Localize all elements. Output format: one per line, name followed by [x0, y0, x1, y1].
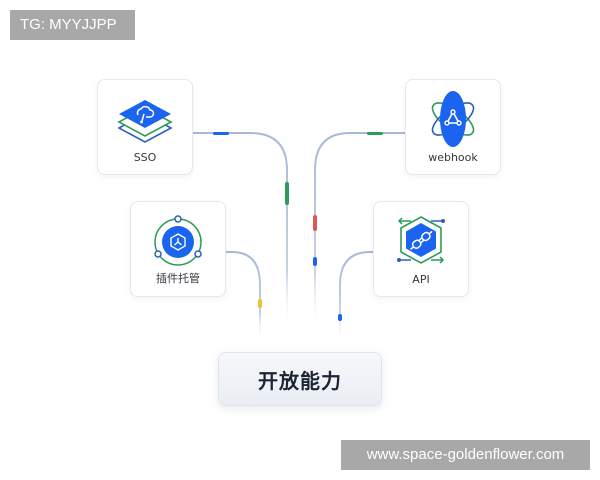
api-hexagon-plug-icon	[397, 216, 445, 264]
sso-label: SSO	[133, 151, 157, 164]
webhook-card[interactable]: webhook	[405, 79, 501, 175]
plugin-hosting-card[interactable]: 插件托管	[130, 201, 226, 297]
webhook-label: webhook	[428, 151, 478, 164]
webhook-orbit-icon	[431, 91, 475, 147]
plugin-hosting-label: 插件托管	[156, 272, 200, 285]
api-card[interactable]: API	[373, 201, 469, 297]
layers-cloud-icon	[117, 100, 173, 143]
api-label: API	[412, 273, 430, 286]
watermark-top: TG: MYYJJPP	[10, 10, 135, 40]
open-capabilities-node[interactable]: 开放能力	[218, 352, 382, 406]
sso-card[interactable]: SSO	[97, 79, 193, 175]
plugin-orbit-icon	[154, 215, 202, 266]
watermark-bottom: www.space-goldenflower.com	[341, 440, 590, 470]
